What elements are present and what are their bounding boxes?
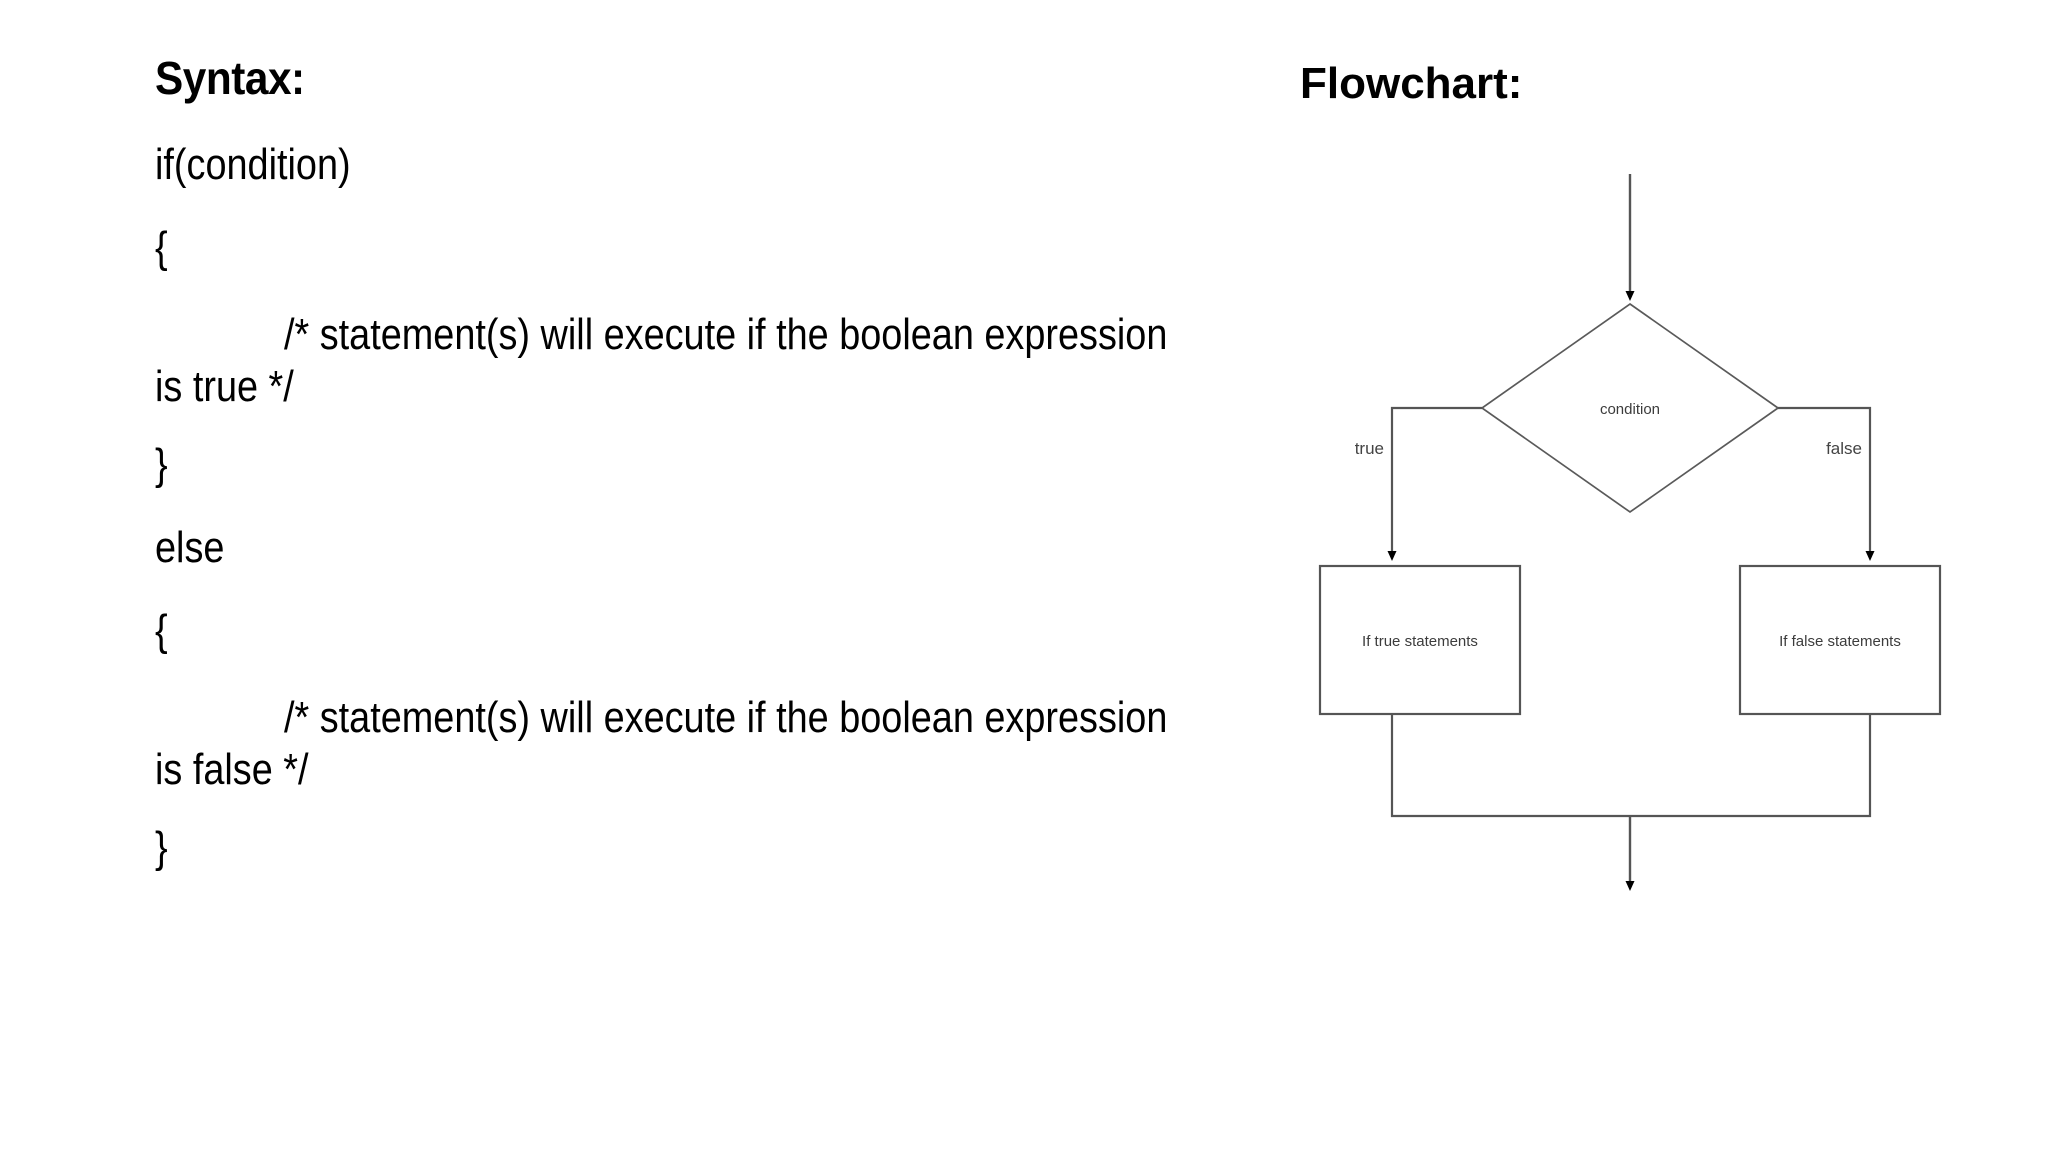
syntax-line-close-brace-2: } (155, 822, 168, 872)
syntax-line-else-keyword: else (155, 522, 225, 572)
false-branch-connector: false (1778, 406, 1875, 561)
false-box-label: If false statements (1779, 633, 1901, 650)
true-box-label: If true statements (1362, 633, 1478, 650)
syntax-line-open-brace-2: { (155, 605, 168, 655)
syntax-line-comment-true: /* statement(s) will execute if the bool… (155, 310, 1178, 411)
flowchart-heading: Flowchart: (1300, 59, 1523, 108)
true-statements-box: If true statements (1318, 564, 1522, 716)
false-branch-label: false (1826, 439, 1862, 458)
decision-label: condition (1600, 401, 1660, 418)
syntax-line-open-brace-1: { (155, 223, 168, 272)
syntax-heading: Syntax: (155, 52, 305, 104)
true-branch-label: true (1355, 439, 1384, 458)
true-branch-connector: true (1355, 406, 1482, 561)
merge-connector (1390, 714, 1872, 818)
syntax-code-block: if(condition) { /* statement(s) will execu… (155, 143, 1185, 870)
syntax-line-comment-false: /* statement(s) will execute if the bool… (155, 692, 1178, 794)
syntax-line-if-condition: if(condition) (155, 140, 351, 189)
flowchart-section: Flowchart: condition true (1300, 59, 2040, 891)
syntax-line-close-brace-1: } (155, 439, 168, 489)
false-statements-box: If false statements (1738, 564, 1942, 716)
decision-diamond: condition (1480, 302, 1780, 514)
flowchart-diagram: condition true false If true statements … (1318, 174, 1942, 891)
syntax-section: Syntax: if(condition) { /* statement(s) wi… (155, 55, 1185, 909)
